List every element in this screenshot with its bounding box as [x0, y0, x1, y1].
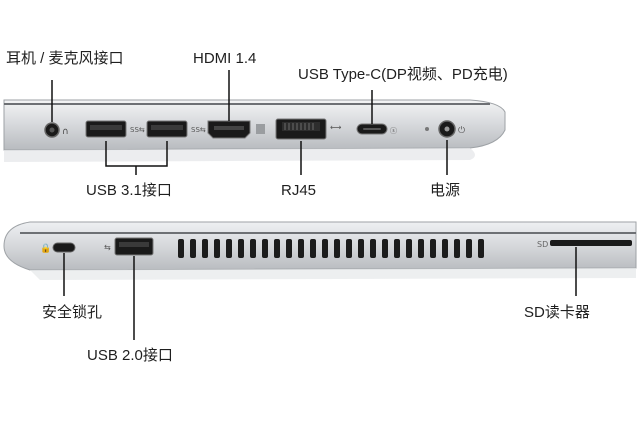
hdmi-label: HDMI 1.4 [193, 50, 257, 67]
usb-c-port-icon [356, 123, 388, 135]
ethernet-port-icon [275, 118, 327, 140]
usb-c-symbol-icon: ⓢ [390, 127, 397, 135]
usb-a-port-icon [146, 120, 188, 138]
leader-lines-top [51, 70, 448, 175]
security-lock-label: 安全锁孔 [42, 304, 103, 321]
power-jack-icon [438, 120, 456, 138]
usb31-label: USB 3.1接口 [86, 182, 172, 199]
headphone-jack-icon: ∩ [44, 122, 69, 138]
usb-c-label: USB Type-C(DP视频、PD充电) [298, 66, 508, 83]
sd-reader-label: SD读卡器 [524, 304, 590, 321]
right-side-view: 🔒 ⇆ [3, 221, 637, 280]
air-vent [178, 239, 484, 258]
security-lock-slot-icon [52, 242, 76, 253]
usb-symbol-icon: ⇆ [104, 243, 111, 252]
network-symbol-icon: ⟷ [330, 123, 342, 132]
power-symbol-icon: ⏻ [458, 125, 465, 136]
usb-symbol-icon: SS⇆ [130, 126, 145, 134]
sd-card-slot-icon [550, 240, 632, 246]
usb-a-port-icon [85, 120, 127, 138]
sd-mark: SD [537, 240, 548, 249]
usb-a-port-icon [114, 237, 154, 256]
rj45-label: RJ45 [281, 182, 317, 199]
headphone-jack-label: 耳机 / 麦克风接口 [6, 50, 124, 67]
hdmi-logo-icon [256, 124, 265, 134]
usb-symbol-icon: SS⇆ [191, 126, 206, 134]
hdmi-port-icon [207, 120, 251, 139]
power-label: 电源 [430, 182, 461, 199]
leader-lines-bottom [63, 247, 577, 340]
left-side-view: ∩ SS⇆ SS⇆ ⟷ [3, 99, 506, 162]
svg-text:∩: ∩ [62, 127, 69, 137]
usb20-label: USB 2.0接口 [87, 347, 173, 364]
power-led-icon [425, 127, 429, 131]
lock-symbol-icon: 🔒 [40, 243, 51, 254]
